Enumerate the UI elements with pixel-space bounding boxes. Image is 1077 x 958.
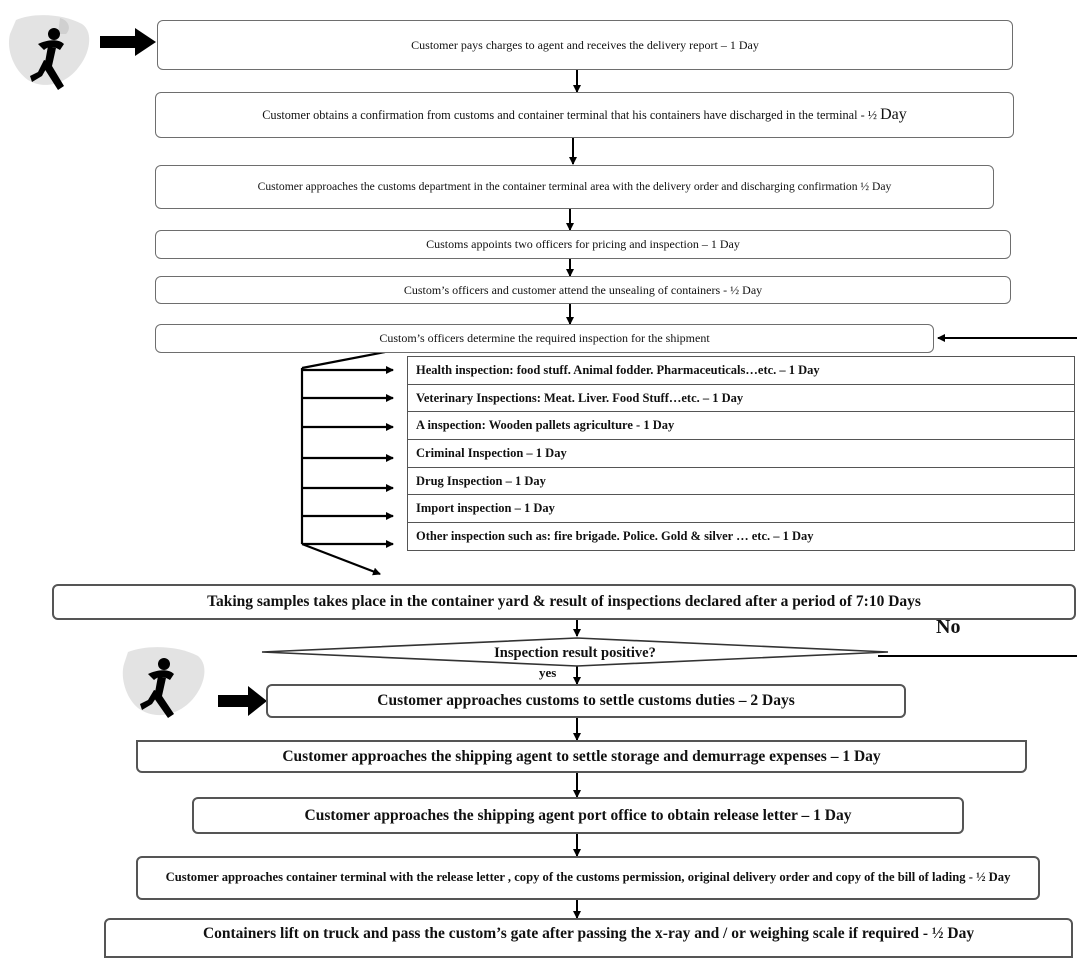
step-approach-terminal: Customer approaches container terminal w… [136, 856, 1040, 900]
step-text: Customer obtains a confirmation from cus… [262, 106, 907, 123]
step-determine-inspection: Custom’s officers determine the required… [155, 324, 934, 353]
decision-question: Inspection result positive? [494, 644, 656, 661]
step-text: Custom’s officers determine the required… [379, 331, 710, 345]
step-settle-storage: Customer approaches the shipping agent t… [136, 740, 1027, 773]
step-day-suffix: Day [880, 106, 907, 123]
step-release-letter: Customer approaches the shipping agent p… [192, 797, 964, 834]
decision-no-label: No [936, 616, 961, 638]
step-text: Customer approaches customs to settle cu… [377, 692, 795, 710]
thick-arrow-icon [100, 28, 156, 56]
step-settle-customs-duties: Customer approaches customs to settle cu… [266, 684, 906, 718]
running-person-icon [8, 15, 90, 90]
table-row: Health inspection: food stuff. Animal fo… [407, 356, 1075, 385]
inspection-health: Health inspection: food stuff. Animal fo… [407, 356, 1075, 385]
step-approach-customs-department: Customer approaches the customs departme… [155, 165, 994, 209]
decision-yes-label: yes [539, 665, 557, 680]
inspection-criminal: Criminal Inspection – 1 Day [407, 439, 1075, 468]
step-appoint-officers: Customs appoints two officers for pricin… [155, 230, 1011, 259]
step-lift-on-truck: Containers lift on truck and pass the cu… [104, 918, 1073, 958]
thick-arrow-icon [218, 686, 267, 716]
inspection-other: Other inspection such as: fire brigade. … [407, 522, 1075, 551]
table-row: Other inspection such as: fire brigade. … [407, 522, 1075, 551]
step-text: Customer approaches the shipping agent p… [304, 806, 852, 824]
step-text: Customer approaches the shipping agent t… [282, 747, 881, 765]
inspection-agriculture: A inspection: Wooden pallets agriculture… [407, 411, 1075, 441]
step-text: Customer approaches the customs departme… [257, 179, 892, 193]
inspection-import: Import inspection – 1 Day [407, 494, 1075, 524]
table-row: Import inspection – 1 Day [407, 494, 1075, 524]
step-text: Customer approaches container terminal w… [165, 870, 1011, 885]
inspection-drug: Drug Inspection – 1 Day [407, 466, 1075, 496]
table-row: Veterinary Inspections: Meat. Liver. Foo… [407, 383, 1075, 413]
step-unsealing: Custom’s officers and customer attend th… [155, 276, 1011, 304]
step-obtain-confirmation: Customer obtains a confirmation from cus… [155, 92, 1014, 138]
step-text: Customer pays charges to agent and recei… [411, 37, 759, 52]
table-row: A inspection: Wooden pallets agriculture… [407, 411, 1075, 441]
step-pay-charges: Customer pays charges to agent and recei… [157, 20, 1013, 70]
table-row: Drug Inspection – 1 Day [407, 466, 1075, 496]
inspections-table: Health inspection: food stuff. Animal fo… [407, 356, 1075, 551]
step-text: Customs appoints two officers for pricin… [426, 237, 740, 251]
inspection-veterinary: Veterinary Inspections: Meat. Liver. Foo… [407, 383, 1075, 413]
step-text: Containers lift on truck and pass the cu… [202, 925, 975, 942]
step-text: Taking samples takes place in the contai… [207, 593, 921, 611]
table-row: Criminal Inspection – 1 Day [407, 439, 1075, 468]
step-taking-samples: Taking samples takes place in the contai… [52, 584, 1076, 620]
step-text: Custom’s officers and customer attend th… [403, 282, 763, 297]
running-person-icon [122, 647, 205, 718]
